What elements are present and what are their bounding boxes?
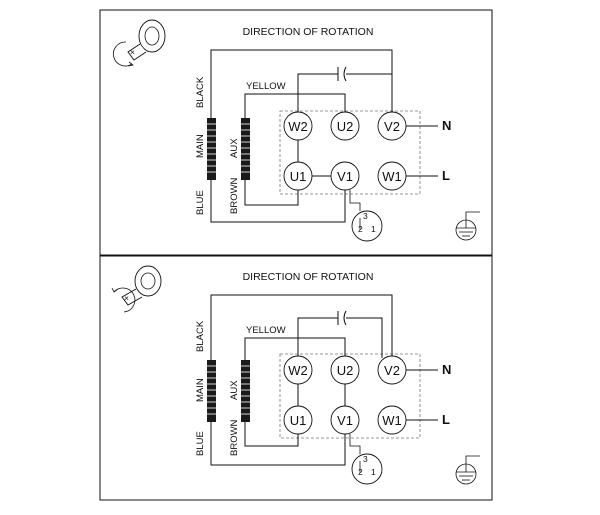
motor-rotation-icon: × xyxy=(111,265,162,313)
terminal-v2: V2 xyxy=(377,111,407,141)
terminal-v1: V1 xyxy=(330,405,360,435)
aux-winding-strip xyxy=(241,118,250,180)
main-winding-strip xyxy=(207,118,216,180)
label-brown: BROWN xyxy=(229,177,240,214)
terminal-u2: U2 xyxy=(330,355,360,385)
label-aux: AUX xyxy=(229,138,240,158)
mains-neutral: N xyxy=(442,362,451,377)
main-winding-strip xyxy=(207,360,216,422)
mains-neutral: N xyxy=(442,118,451,133)
terminal-w1: W1 xyxy=(377,405,407,435)
svg-text:W2: W2 xyxy=(288,119,308,134)
label-black: BLACK xyxy=(195,320,206,352)
terminal-u1: U1 xyxy=(283,161,313,191)
ground-icon xyxy=(455,455,480,485)
svg-text:2: 2 xyxy=(358,467,363,477)
thermal-protector-icon: 3 2 1 xyxy=(349,190,383,242)
svg-text:1: 1 xyxy=(371,467,376,477)
panel-frame xyxy=(99,9,493,256)
svg-text:W1: W1 xyxy=(382,413,402,428)
aux-winding-strip xyxy=(241,360,250,422)
panel-title: DIRECTION OF ROTATION xyxy=(243,271,374,283)
label-brown: BROWN xyxy=(229,419,240,456)
terminal-w2: W2 xyxy=(283,355,313,385)
terminal-v1: V1 xyxy=(330,161,360,191)
label-black: BLACK xyxy=(195,76,206,108)
capacitor-icon xyxy=(337,66,347,82)
svg-text:2: 2 xyxy=(358,224,363,234)
svg-text:V2: V2 xyxy=(384,119,400,134)
svg-text:1: 1 xyxy=(371,224,376,234)
panel-frame xyxy=(99,255,493,501)
svg-text:×: × xyxy=(124,293,129,303)
svg-text:3: 3 xyxy=(363,211,368,221)
label-main: MAIN xyxy=(195,134,206,158)
terminal-u2: U2 xyxy=(330,111,360,141)
panel-counterclockwise: DIRECTION OF ROTATION × BLACK MAIN BLUE … xyxy=(99,9,493,256)
svg-text:V1: V1 xyxy=(337,413,353,428)
capacitor-icon xyxy=(337,310,347,326)
svg-text:U1: U1 xyxy=(290,169,307,184)
terminal-v2: V2 xyxy=(377,355,407,385)
svg-text:V1: V1 xyxy=(337,169,353,184)
terminal-u1: U1 xyxy=(283,405,313,435)
label-blue: BLUE xyxy=(195,431,206,456)
label-blue: BLUE xyxy=(195,190,206,215)
label-aux: AUX xyxy=(229,380,240,400)
mains-line: L xyxy=(442,168,450,183)
svg-text:W1: W1 xyxy=(382,169,402,184)
panel-clockwise: DIRECTION OF ROTATION × BLACK MAIN BLUE … xyxy=(99,255,493,501)
panel-title: DIRECTION OF ROTATION xyxy=(243,26,374,38)
motor-rotation-icon: × xyxy=(112,19,166,67)
svg-text:U2: U2 xyxy=(337,119,354,134)
svg-text:3: 3 xyxy=(363,454,368,464)
mains-line: L xyxy=(442,412,450,427)
label-main: MAIN xyxy=(195,378,206,402)
terminal-w1: W1 xyxy=(377,161,407,191)
svg-text:W2: W2 xyxy=(288,363,308,378)
svg-text:×: × xyxy=(130,47,135,57)
svg-text:U2: U2 xyxy=(337,363,354,378)
svg-text:U1: U1 xyxy=(290,413,307,428)
thermal-protector-icon: 3 2 1 xyxy=(349,434,383,485)
label-yellow: YELLOW xyxy=(246,325,286,336)
svg-text:V2: V2 xyxy=(384,363,400,378)
terminal-w2: W2 xyxy=(283,111,313,141)
label-yellow: YELLOW xyxy=(246,81,286,92)
ground-icon xyxy=(455,211,480,241)
terminal-box xyxy=(279,353,421,439)
